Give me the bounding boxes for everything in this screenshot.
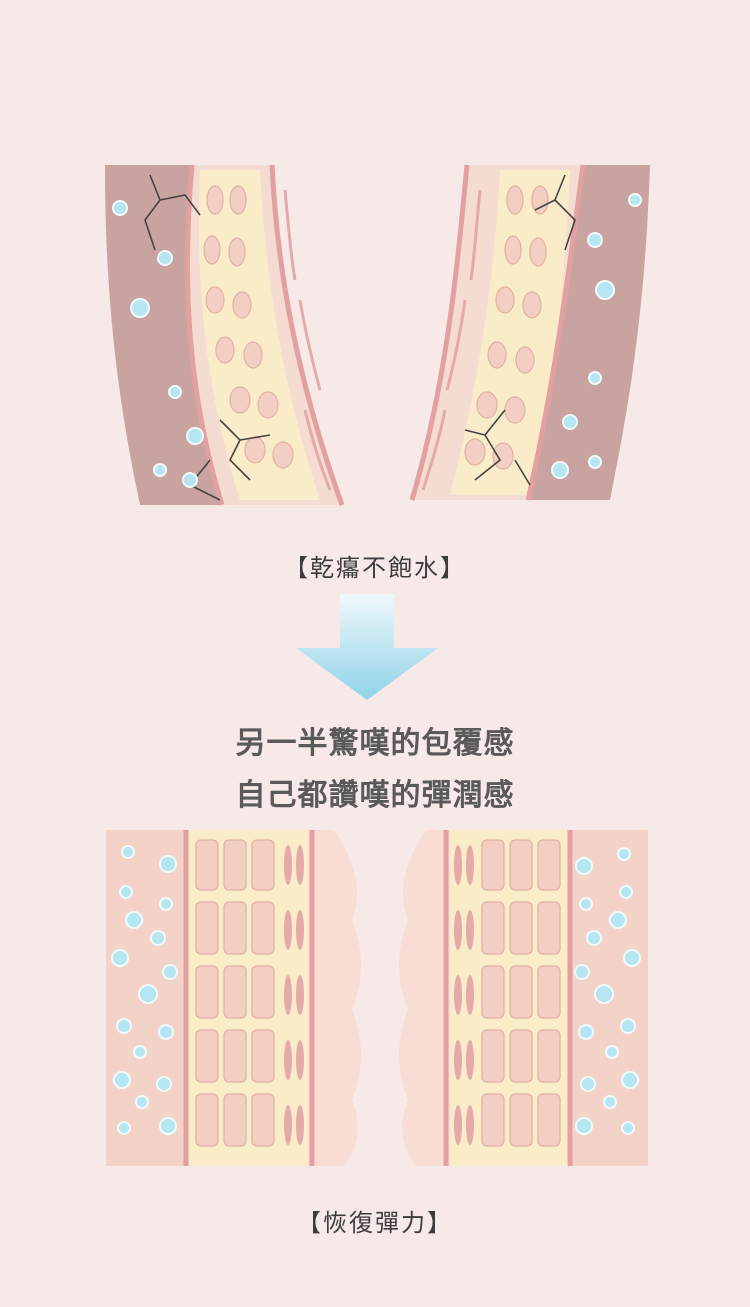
- restored-skin-caption: 【恢復彈力】: [297, 1209, 453, 1237]
- headline-line-2: 自己都讚嘆的彈潤感: [235, 778, 515, 813]
- dry-skin-illustration-right: [409, 164, 650, 501]
- headline-line-1: 另一半驚嘆的包覆感: [235, 726, 515, 761]
- down-arrow-icon: [296, 594, 438, 700]
- restored-skin-illustration-left: [106, 830, 361, 1166]
- restored-skin-illustration-right: [399, 830, 648, 1166]
- dry-skin-illustration-left: [105, 164, 345, 506]
- headline: 另一半驚嘆的包覆感 自己都讚嘆的彈潤感: [0, 718, 750, 822]
- dry-skin-caption: 【乾癟不飽水】: [284, 554, 466, 582]
